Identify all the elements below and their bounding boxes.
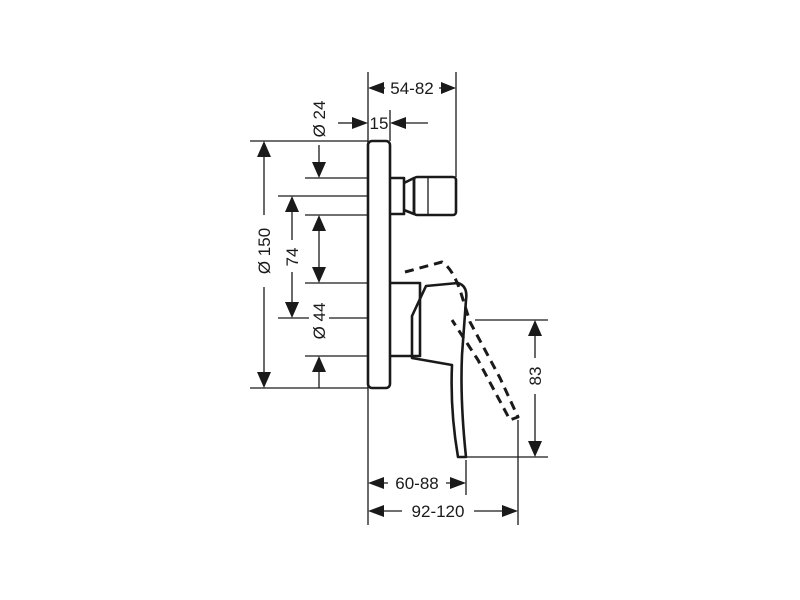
mixer-outline <box>366 139 520 459</box>
dim-lever-drop: 83 <box>525 320 545 457</box>
dim-handle-base-diameter: Ø 44 <box>309 248 329 388</box>
extension-lines <box>250 72 548 525</box>
dim-label-diverter-diameter: Ø 24 <box>310 101 329 138</box>
dim-label-max-projection: 92-120 <box>412 502 465 521</box>
dim-label-projection: 60-88 <box>395 474 438 493</box>
dim-label-handle-base-diameter: Ø 44 <box>310 303 329 340</box>
cover-plate <box>366 139 392 390</box>
dim-label-center-distance: 74 <box>283 248 302 267</box>
dim-label-cover-depth: 54-82 <box>390 79 433 98</box>
diverter-knob <box>390 176 416 216</box>
dim-flange: 15 <box>338 114 428 133</box>
dim-label-cover-diameter: Ø 150 <box>255 228 274 274</box>
dim-cover-depth: 54-82 <box>368 78 456 98</box>
dim-projection: 60-88 <box>368 472 466 493</box>
handle-base <box>390 281 422 358</box>
dim-diverter-diameter: Ø 24 <box>310 101 329 248</box>
dim-max-projection: 92-120 <box>368 500 518 521</box>
diverter-cap <box>412 175 458 217</box>
lever-handle <box>410 281 468 459</box>
dim-center-distance: 74 <box>282 196 302 318</box>
lever-alt-position <box>404 260 520 422</box>
dim-label-lever-drop: 83 <box>526 367 545 386</box>
dim-label-flange: 15 <box>370 114 389 133</box>
dim-cover-diameter: Ø 150 <box>254 141 274 388</box>
